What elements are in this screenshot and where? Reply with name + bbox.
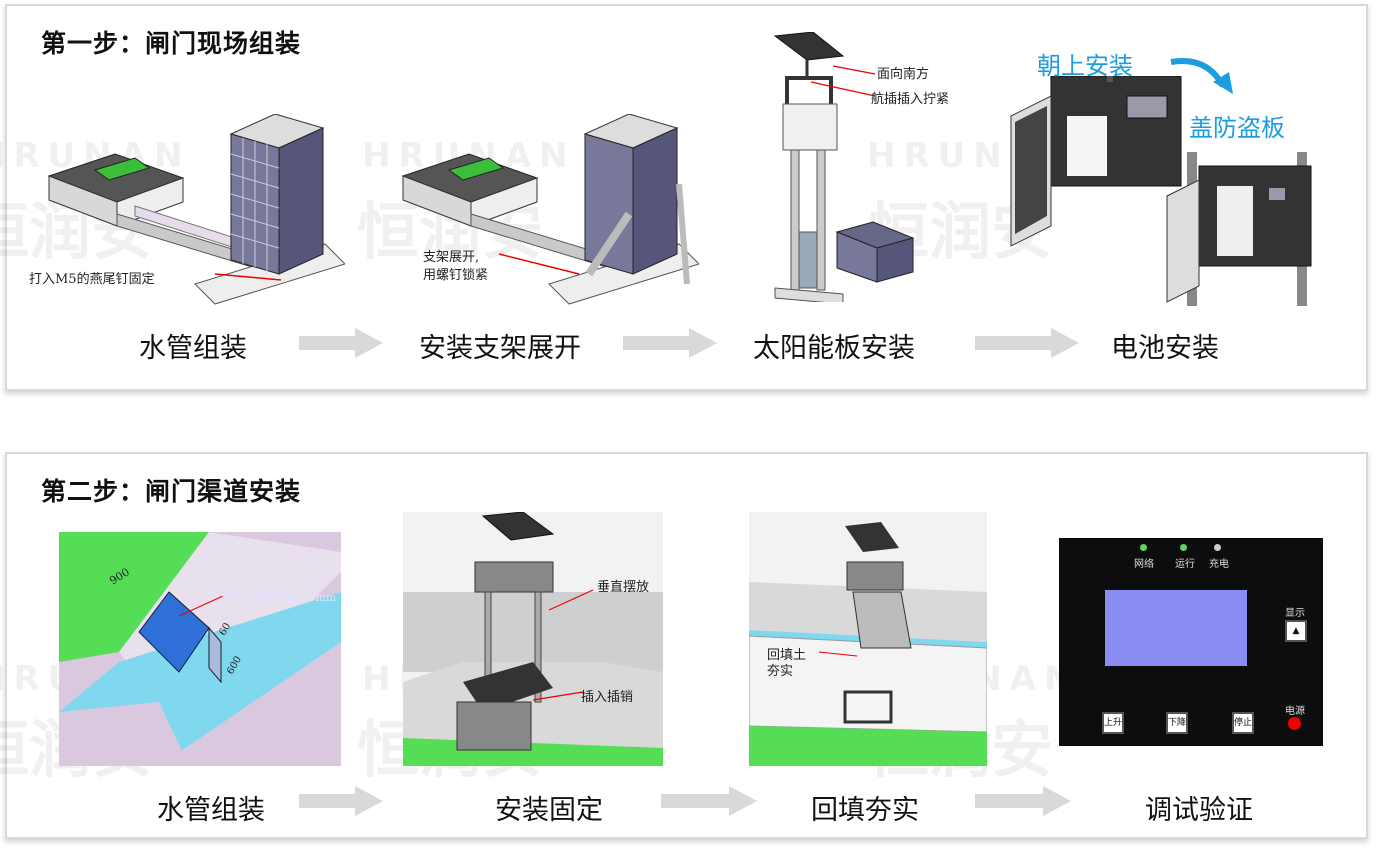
step1-label-1: 水管组装 [139,333,247,364]
show-label: 显示 [1285,608,1305,619]
raise-button[interactable]: 上升 [1102,712,1124,734]
plug-annotation: 航插插入拧紧 [871,92,950,107]
solar-panel-illustration [773,32,915,302]
bracket-deploy-illustration [401,114,699,305]
display-screen [1105,590,1247,666]
gray-arrow-icon [299,328,383,358]
step2-label-4: 调试验证 [1145,795,1253,826]
led-label-network: 网络 [1134,559,1154,570]
channel-section-illustration [59,532,341,766]
south-annotation: 面向南方 [877,67,930,82]
curved-arrow-icon [1170,58,1233,94]
lower-button[interactable]: 下降 [1166,712,1188,734]
up-install-callout: 朝上安装 [1037,52,1133,80]
step2-label-2: 安装固定 [495,795,603,826]
backfill-annotation-2: 夯实 [767,664,794,679]
run-led-icon [1180,544,1187,551]
gray-arrow-icon [975,786,1071,816]
charge-led-icon [1214,544,1221,551]
led-label-run: 运行 [1175,559,1195,570]
install-fix-illustration [403,512,663,766]
gray-arrow-icon [975,328,1079,358]
step1-label-3: 太阳能板安装 [753,333,915,364]
bracket-annotation-1: 支架展开, [423,250,480,265]
backfill-annotation-1: 回填土 [767,648,807,663]
power-indicator-icon [1288,717,1301,730]
pin-annotation: 插入插销 [581,690,634,705]
step2-label-1: 水管组装 [157,795,265,826]
bracket-annotation-2: 用螺钉锁紧 [423,268,489,283]
battery-install-illustration [1010,76,1312,306]
pipe-assembly-illustration [47,114,345,305]
led-label-charge: 充电 [1209,559,1229,570]
step2-title: 第二步：闸门渠道安装 [41,477,302,506]
power-label: 电源 [1285,706,1305,717]
gray-arrow-icon [623,328,717,358]
step1-label-2: 安装支架展开 [419,333,581,364]
stop-button[interactable]: 停止 [1232,712,1254,734]
step1-title: 第一步：闸门现场组装 [41,29,302,58]
show-button[interactable]: ▲ [1285,620,1307,642]
anti-theft-cover-callout: 盖防盗板 [1189,114,1285,142]
vertical-annotation: 垂直摆放 [597,580,650,595]
step1-label-4: 电池安装 [1111,333,1219,364]
backfill-illustration [749,512,987,766]
gray-arrow-icon [299,786,383,816]
step2-panel: 第二步：闸门渠道安装 HRUNAN 恒润安 HRUNAN 恒润安 HRUNAN … [0,452,1368,839]
step1-panel: 第一步：闸门现场组装 HRUNAN 恒润安 HRUNAN 恒润安 HRUNAN … [0,4,1368,391]
depth-annotation: 深度：离渠道底0.0mm [221,591,337,604]
dovetail-annotation: 打入M5的燕尾钉固定 [29,272,155,287]
gray-arrow-icon [661,786,757,816]
step2-label-3: 回填夯实 [811,795,919,826]
controller-panel: 网络 运行 充电 显示 ▲ 电源 上升 下降 停止 [1059,538,1323,746]
network-led-icon [1140,544,1147,551]
